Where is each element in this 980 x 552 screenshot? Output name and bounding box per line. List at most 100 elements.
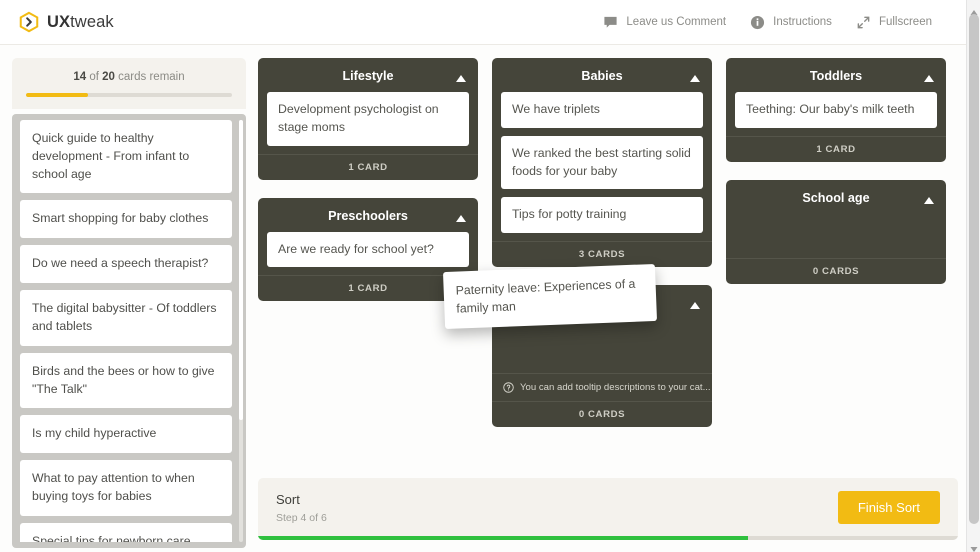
footer-bar: Sort Step 4 of 6 Finish Sort <box>258 478 958 540</box>
category-cards[interactable] <box>735 214 937 258</box>
category-header: Lifestyle <box>267 66 469 92</box>
caret-up-icon[interactable] <box>923 192 935 204</box>
category-card-count: 1 CARD <box>726 135 946 162</box>
logo-brand-bold: UX <box>47 12 71 31</box>
step-counter: Step 4 of 6 <box>276 512 327 524</box>
scroll-up-arrow-icon[interactable] <box>970 4 978 15</box>
cards-remaining-suffix: cards remain <box>114 71 185 83</box>
category-cards[interactable]: Are we ready for school yet? <box>267 231 469 268</box>
unsorted-card[interactable]: Quick guide to healthy development - Fro… <box>20 120 232 194</box>
sidebar-progress-fill <box>26 93 88 97</box>
category-column: Babies We have triplets We ranked the best… <box>492 58 712 445</box>
category-card-count: 1 CARD <box>258 275 478 301</box>
category-header: School age <box>735 188 937 214</box>
unsorted-card[interactable]: Birds and the bees or how to give "The T… <box>20 352 232 409</box>
leave-comment-button[interactable]: Leave us Comment <box>603 15 726 30</box>
header-actions: Leave us Comment Instructions Fullscreen <box>603 15 932 30</box>
study-progress-bar <box>258 536 958 540</box>
category-title: Babies <box>581 69 623 83</box>
unsorted-card-title: Smart shopping for baby clothes <box>32 211 209 226</box>
category-card-count: 3 CARDS <box>492 241 712 267</box>
unsorted-card-title: Special tips for newborn care <box>32 533 191 542</box>
category-cards[interactable] <box>501 319 703 373</box>
category-tooltip-hint-text: You can add tooltip descriptions to your… <box>520 382 711 394</box>
unsorted-card[interactable]: Special tips for newborn careYou can add… <box>20 522 232 542</box>
category-school-age[interactable]: School age 0 CARDS <box>726 179 946 284</box>
hexagon-chevron-logo-icon <box>18 11 40 33</box>
info-icon <box>750 15 765 30</box>
sorted-card[interactable]: Teething: Our baby's milk teeth <box>735 92 937 128</box>
instructions-button[interactable]: Instructions <box>750 15 832 30</box>
cards-total-count: 20 <box>102 71 115 83</box>
unsorted-card-title: The digital babysitter - Of toddlers and… <box>32 301 217 333</box>
unsorted-cards-scroll[interactable]: Quick guide to healthy development - Fro… <box>20 120 240 542</box>
category-cards[interactable]: Teething: Our baby's milk teeth <box>735 92 937 128</box>
scroll-down-arrow-icon[interactable] <box>970 540 978 552</box>
category-title: Preschoolers <box>328 208 408 223</box>
category-card-count: 0 CARDS <box>492 401 712 427</box>
unsorted-card[interactable]: Smart shopping for baby clothes <box>20 200 232 239</box>
caret-up-icon[interactable] <box>689 297 701 310</box>
category-tooltip-hint: You can add tooltip descriptions to your… <box>492 373 712 401</box>
study-progress-fill <box>258 536 748 540</box>
app-header: UXtweak Leave us Comment Instructions <box>0 0 966 45</box>
unsorted-card-title: Quick guide to healthy development - Fro… <box>32 131 190 181</box>
unsorted-card[interactable]: The digital babysitter - Of toddlers and… <box>20 290 232 346</box>
unsorted-card-title: Do we need a speech therapist? <box>32 256 209 271</box>
category-title: Toddlers <box>809 69 863 83</box>
sorted-card[interactable]: We have triplets <box>501 92 703 128</box>
unsorted-card[interactable]: Do we need a speech therapist? <box>20 245 232 284</box>
unsorted-card[interactable]: What to pay attention to when buying toy… <box>20 460 232 516</box>
category-title: School age <box>802 190 870 205</box>
unsorted-cards-list: Quick guide to healthy development - Fro… <box>12 114 246 548</box>
category-card-count: 0 CARDS <box>726 257 946 284</box>
fullscreen-label: Fullscreen <box>878 16 932 28</box>
sorted-card[interactable]: Tips for potty training <box>501 197 703 234</box>
fullscreen-button[interactable]: Fullscreen <box>856 15 932 30</box>
logo-brand-light: tweak <box>70 12 114 31</box>
caret-up-icon[interactable] <box>923 70 935 82</box>
logo: UXtweak <box>18 11 114 33</box>
category-cards[interactable]: Development psychologist on stage moms <box>267 92 469 146</box>
cards-remaining-count: 14 <box>73 71 87 83</box>
category-cards[interactable]: We have triplets We ranked the best start… <box>501 92 703 234</box>
category-title: Lifestyle <box>342 69 394 83</box>
cards-remaining-header: 14 of 20 cards remain <box>12 58 246 109</box>
sorted-card[interactable]: We ranked the best starting solid foods … <box>501 135 703 190</box>
cards-remaining-label: 14 of 20 cards remain <box>26 71 232 83</box>
sidebar-progress-bar <box>26 93 232 97</box>
window-scrollbar-thumb[interactable] <box>969 14 979 524</box>
category-babies[interactable]: Babies We have triplets We ranked the best… <box>492 58 712 268</box>
sidebar-scrollbar[interactable] <box>239 120 243 542</box>
sorted-card[interactable]: Development psychologist on stage moms <box>267 92 469 146</box>
sorted-card[interactable]: Are we ready for school yet? <box>267 231 469 268</box>
step-title: Sort <box>276 492 300 507</box>
caret-up-icon[interactable] <box>455 70 467 82</box>
category-header: Preschoolers <box>267 206 469 232</box>
finish-sort-button[interactable]: Finish Sort <box>837 491 940 524</box>
fullscreen-icon <box>856 15 871 30</box>
cards-remaining-of: of <box>86 71 103 83</box>
category-header: Babies <box>501 66 703 92</box>
caret-up-icon[interactable] <box>455 210 467 222</box>
category-header: Toddlers <box>735 66 937 92</box>
question-circle-icon <box>503 382 514 394</box>
comment-icon <box>603 15 618 30</box>
window-scrollbar[interactable] <box>966 0 980 552</box>
unsorted-card[interactable]: Is my child hyperactive <box>20 415 232 454</box>
caret-up-icon[interactable] <box>689 70 701 82</box>
sidebar-scrollbar-thumb[interactable] <box>239 120 243 420</box>
leave-comment-label: Leave us Comment <box>626 16 727 28</box>
dragging-card[interactable]: Paternity leave: Experiences of a family… <box>442 263 658 329</box>
instructions-label: Instructions <box>773 16 832 28</box>
category-card-count: 1 CARD <box>258 153 478 180</box>
logo-text: UXtweak <box>47 13 114 32</box>
unsorted-card-title: What to pay attention to when buying toy… <box>32 471 195 504</box>
